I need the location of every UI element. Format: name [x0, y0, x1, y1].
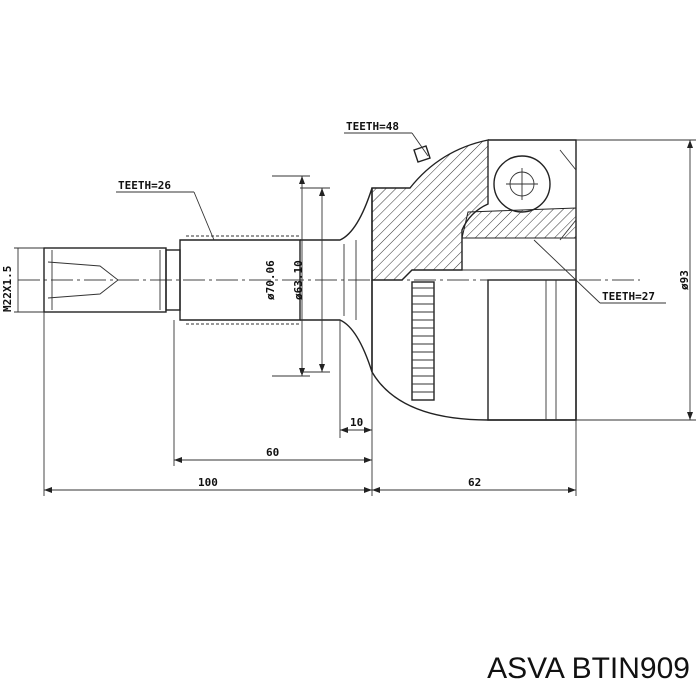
- dia-70-dimension: ø70.06: [264, 175, 310, 377]
- thread-dimension: M22X1.5: [1, 247, 44, 313]
- teeth-outer-label: TEETH=48: [346, 120, 399, 133]
- dia-a-label: ø70.06: [264, 260, 277, 300]
- len-60-label: 60: [266, 446, 279, 459]
- teeth-inner-label: TEETH=27: [602, 290, 655, 303]
- len-100-dimension: 100: [43, 312, 373, 496]
- teeth-outer-callout: TEETH=48: [344, 120, 429, 157]
- dia-c-label: ø93: [678, 270, 691, 290]
- len-10-dimension: 10: [339, 320, 373, 438]
- teeth-shaft-callout: TEETH=26: [116, 179, 215, 241]
- len-62-label: 62: [468, 476, 481, 489]
- len-60-dimension: 60: [173, 320, 373, 466]
- len-10-label: 10: [350, 416, 363, 429]
- teeth-shaft-label: TEETH=26: [118, 179, 171, 192]
- outer-housing: [371, 139, 577, 421]
- len-62-dimension: 62: [372, 420, 577, 496]
- part-number: ASVA BTIN909: [487, 652, 690, 685]
- dia-b-label: ø63.10: [292, 260, 305, 300]
- abs-ring: [411, 281, 435, 401]
- teeth-inner-callout: TEETH=27: [533, 239, 666, 304]
- dia-93-dimension: ø93: [576, 139, 696, 421]
- dia-63-dimension: ø63.10: [292, 187, 330, 373]
- len-100-label: 100: [198, 476, 218, 489]
- thread-label: M22X1.5: [1, 266, 14, 312]
